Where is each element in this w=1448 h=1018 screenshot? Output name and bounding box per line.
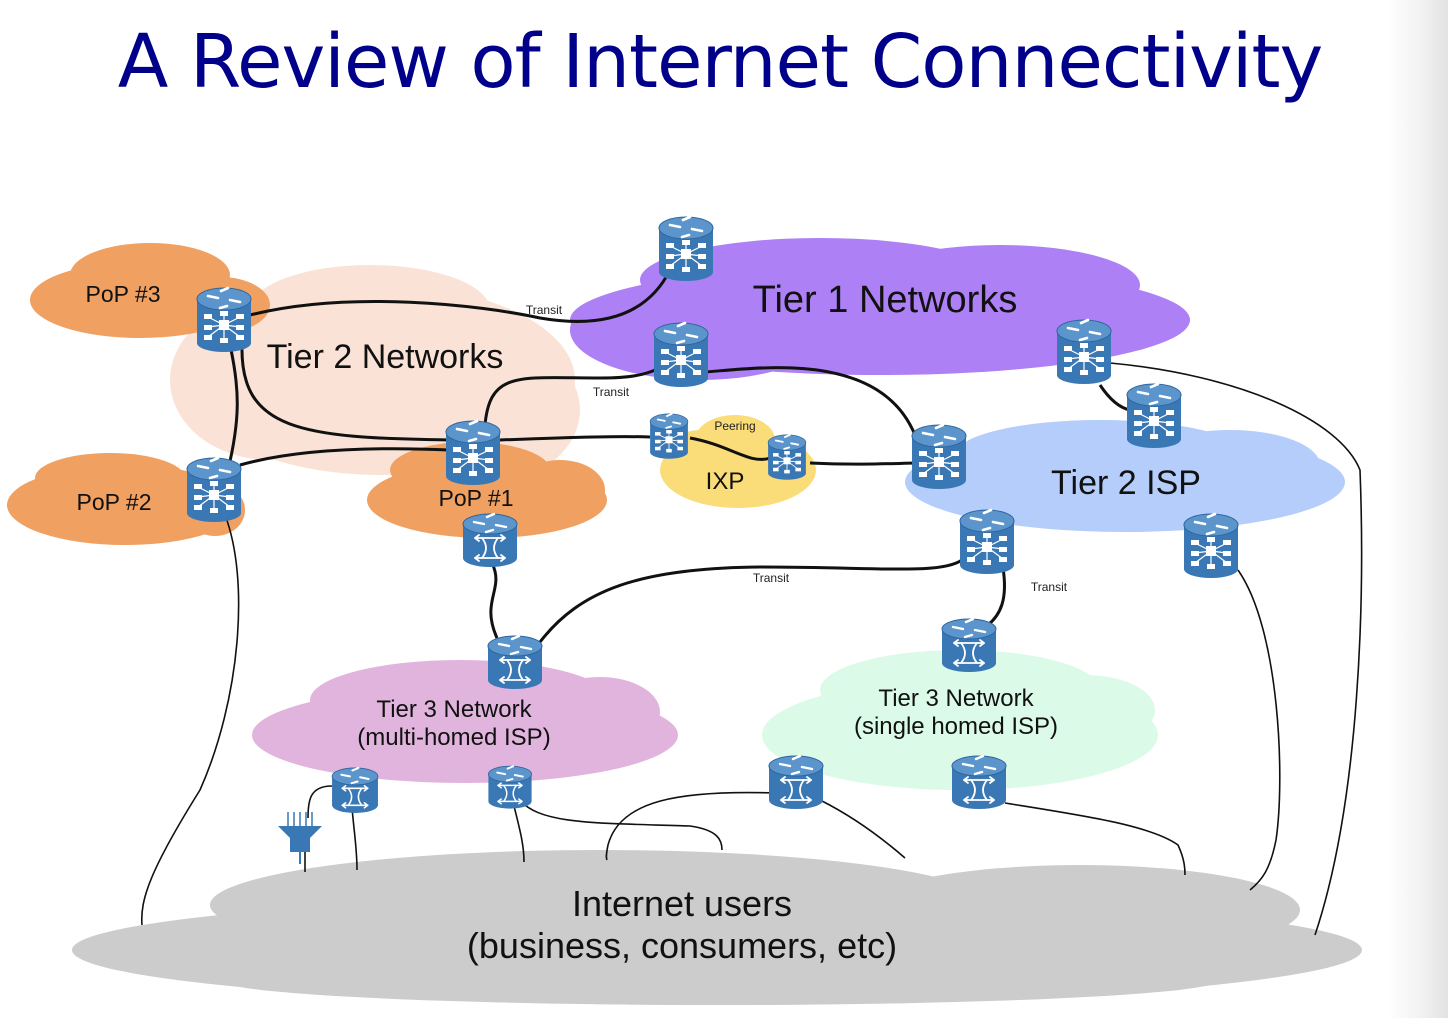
links	[140, 269, 1363, 936]
cloud-pop-2	[7, 453, 245, 545]
router-icon	[767, 433, 807, 481]
link-pop3-pop1	[240, 344, 451, 442]
label-tier3-multi: Tier 3 Network	[376, 696, 532, 723]
link-tier1right-tier2isptop	[1098, 384, 1131, 412]
link-pop2-pop1	[239, 447, 451, 467]
link-pop1-ixpleft	[499, 435, 651, 442]
switch-router-icon	[950, 754, 1008, 811]
switch-router-icon	[487, 765, 533, 810]
sublabel-users: (business, consumers, etc)	[467, 925, 897, 966]
link-tier2ispright-users	[1237, 569, 1281, 891]
router-icon	[649, 412, 689, 460]
label-pop-3: PoP #3	[85, 281, 160, 307]
link-tier3multibl-dslam	[307, 785, 333, 819]
link-pop3-tier1top	[249, 269, 672, 323]
cloud-tier3-single	[762, 650, 1158, 790]
link-tier3singlebl-users	[605, 791, 776, 861]
link-label-transit: Transit	[593, 385, 630, 399]
router-icon	[185, 456, 243, 524]
label-tier2-networks: Tier 2 Networks	[267, 338, 504, 376]
link-ixpright-tier2isp	[809, 461, 916, 466]
router-icon	[444, 419, 502, 487]
router-icon	[657, 215, 715, 283]
label-pop-2: PoP #2	[76, 489, 151, 515]
label-tier3-single: Tier 3 Network	[878, 685, 1034, 712]
link-tier1right-users	[1109, 362, 1363, 936]
slide-title: A Review of Internet Connectivity	[117, 19, 1324, 105]
slide-edge-shadow	[1388, 0, 1448, 1018]
switch-router-icon	[767, 754, 825, 811]
link-tier2isp-tier3single	[987, 567, 1007, 627]
sublabel-tier3-multi: (multi-homed ISP)	[357, 724, 550, 751]
router-icon	[1182, 512, 1240, 580]
link-ixp-peering	[689, 436, 771, 461]
link-pop1-tier1mid	[483, 366, 661, 426]
switch-router-icon	[331, 766, 379, 814]
cloud-tier2-isp	[905, 420, 1345, 532]
router-icon	[1055, 318, 1113, 386]
router-icon	[958, 508, 1016, 576]
link-label-transit: Transit	[753, 571, 790, 585]
cloud-tier1	[570, 238, 1190, 380]
router-icon	[652, 321, 710, 389]
link-label-transit: Transit	[1031, 580, 1068, 594]
switch-router-icon	[486, 634, 544, 691]
link-tier3multibr-users	[513, 805, 525, 863]
label-pop-1: PoP #1	[438, 485, 513, 511]
router-icon	[195, 286, 253, 354]
link-pop1edge-tier3multi	[489, 562, 499, 639]
label-tier1: Tier 1 Networks	[753, 279, 1018, 321]
label-tier2-isp: Tier 2 ISP	[1051, 464, 1201, 502]
link-tier3multibr-users2	[519, 799, 723, 851]
switch-router-icon	[940, 617, 998, 674]
link-tier3multi-tier2isp	[538, 558, 963, 643]
cloud-ixp	[660, 415, 816, 508]
label-users: Internet users	[572, 883, 792, 924]
cloud-users	[72, 850, 1362, 1005]
link-pop2-users	[140, 514, 240, 926]
link-tier3multibl-users	[351, 807, 358, 871]
link-tier3singlebr-users	[1004, 802, 1186, 876]
link-tier3singlebl-users2	[819, 799, 906, 859]
link-label-peering: Peering	[714, 419, 755, 433]
link-label-transit: Transit	[526, 303, 563, 317]
link-tier1mid-tier2isp	[704, 366, 917, 436]
sublabel-tier3-single: (single homed ISP)	[854, 713, 1058, 740]
access-concentrator-icon	[277, 811, 323, 865]
router-icon	[910, 423, 968, 491]
link-pop3-pop2	[226, 344, 239, 471]
label-ixp: IXP	[706, 468, 745, 495]
switch-router-icon	[461, 512, 519, 569]
router-icon	[1125, 382, 1183, 450]
